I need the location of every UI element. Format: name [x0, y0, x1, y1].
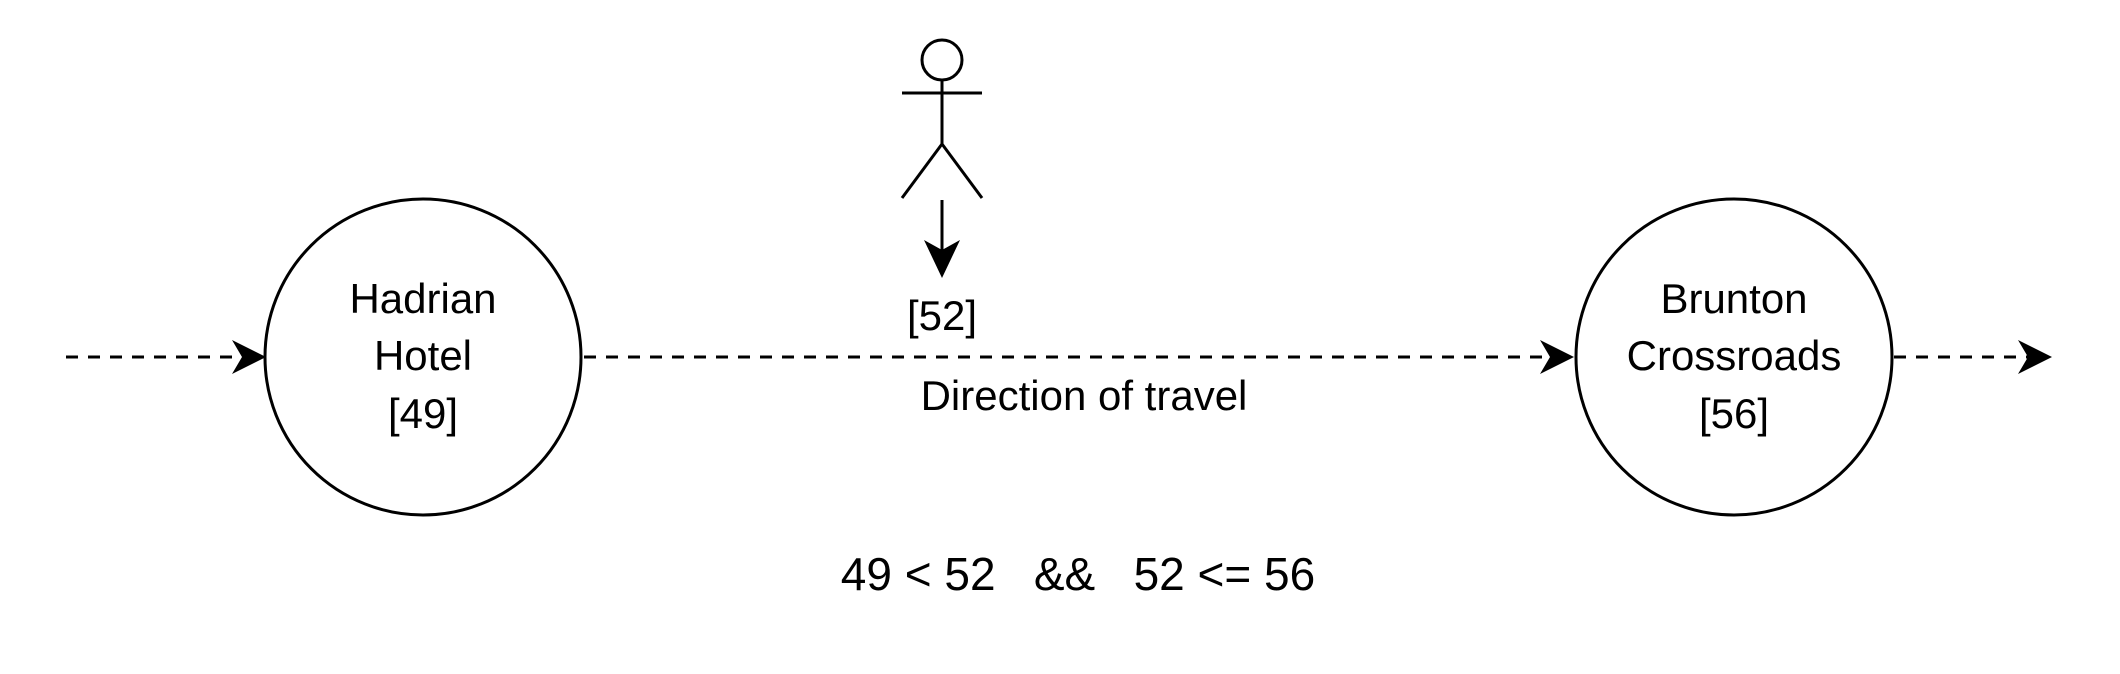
person-icon: [900, 38, 984, 199]
node-brunton-crossroads: Brunton Crossroads [56]: [1574, 197, 1894, 517]
person-down-arrow: [924, 200, 960, 278]
travel-path-arrowhead: [1540, 340, 1574, 374]
condition-expression: 49 < 52 && 52 <= 56: [841, 548, 1315, 600]
node-hadrian-hotel: Hadrian Hotel [49]: [263, 197, 583, 517]
node-hadrian-line-3: [49]: [388, 390, 458, 437]
node-brunton-line-3: [56]: [1699, 390, 1769, 437]
incoming-arrowhead: [232, 340, 266, 374]
outgoing-arrowhead: [2018, 340, 2052, 374]
node-brunton-line-2: Crossroads: [1627, 332, 1842, 379]
person-value-label: [52]: [907, 292, 977, 339]
direction-label: Direction of travel: [921, 372, 1248, 419]
node-hadrian-line-1: Hadrian: [349, 275, 496, 322]
node-hadrian-line-2: Hotel: [374, 332, 472, 379]
node-brunton-line-1: Brunton: [1660, 275, 1807, 322]
